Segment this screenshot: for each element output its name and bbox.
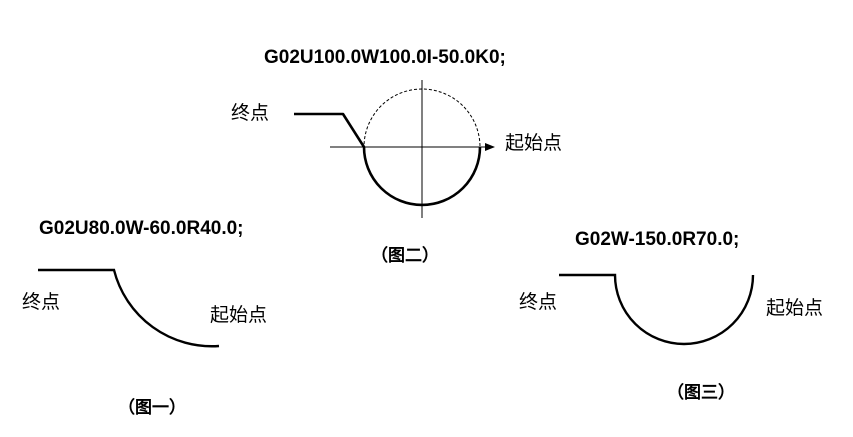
- figure3-caption: （图三）: [667, 383, 735, 403]
- figure3-end-label: 终点: [519, 291, 558, 313]
- figure3-toolpath: [559, 273, 755, 346]
- figure3-drawing: [559, 273, 755, 346]
- figure1-end-label: 终点: [22, 291, 61, 313]
- figure2-drawing: [294, 80, 495, 218]
- figure2-end-label: 终点: [231, 102, 270, 124]
- figure1-start-label: 起始点: [210, 304, 268, 326]
- figure1-toolpath: [38, 268, 220, 348]
- figure1-caption: （图一）: [118, 398, 186, 418]
- figure1-drawing: [38, 268, 220, 348]
- figure2-start-label: 起始点: [505, 132, 563, 154]
- figure1-code: G02U80.0W-60.0R40.0;: [39, 218, 244, 239]
- figure2-caption: （图二）: [371, 246, 439, 266]
- figure3-code: G02W-150.0R70.0;: [575, 229, 740, 250]
- figure3-start-label: 起始点: [766, 297, 824, 319]
- figure2-code: G02U100.0W100.0I-50.0K0;: [264, 47, 506, 68]
- figure2-toolpath: [294, 112, 482, 207]
